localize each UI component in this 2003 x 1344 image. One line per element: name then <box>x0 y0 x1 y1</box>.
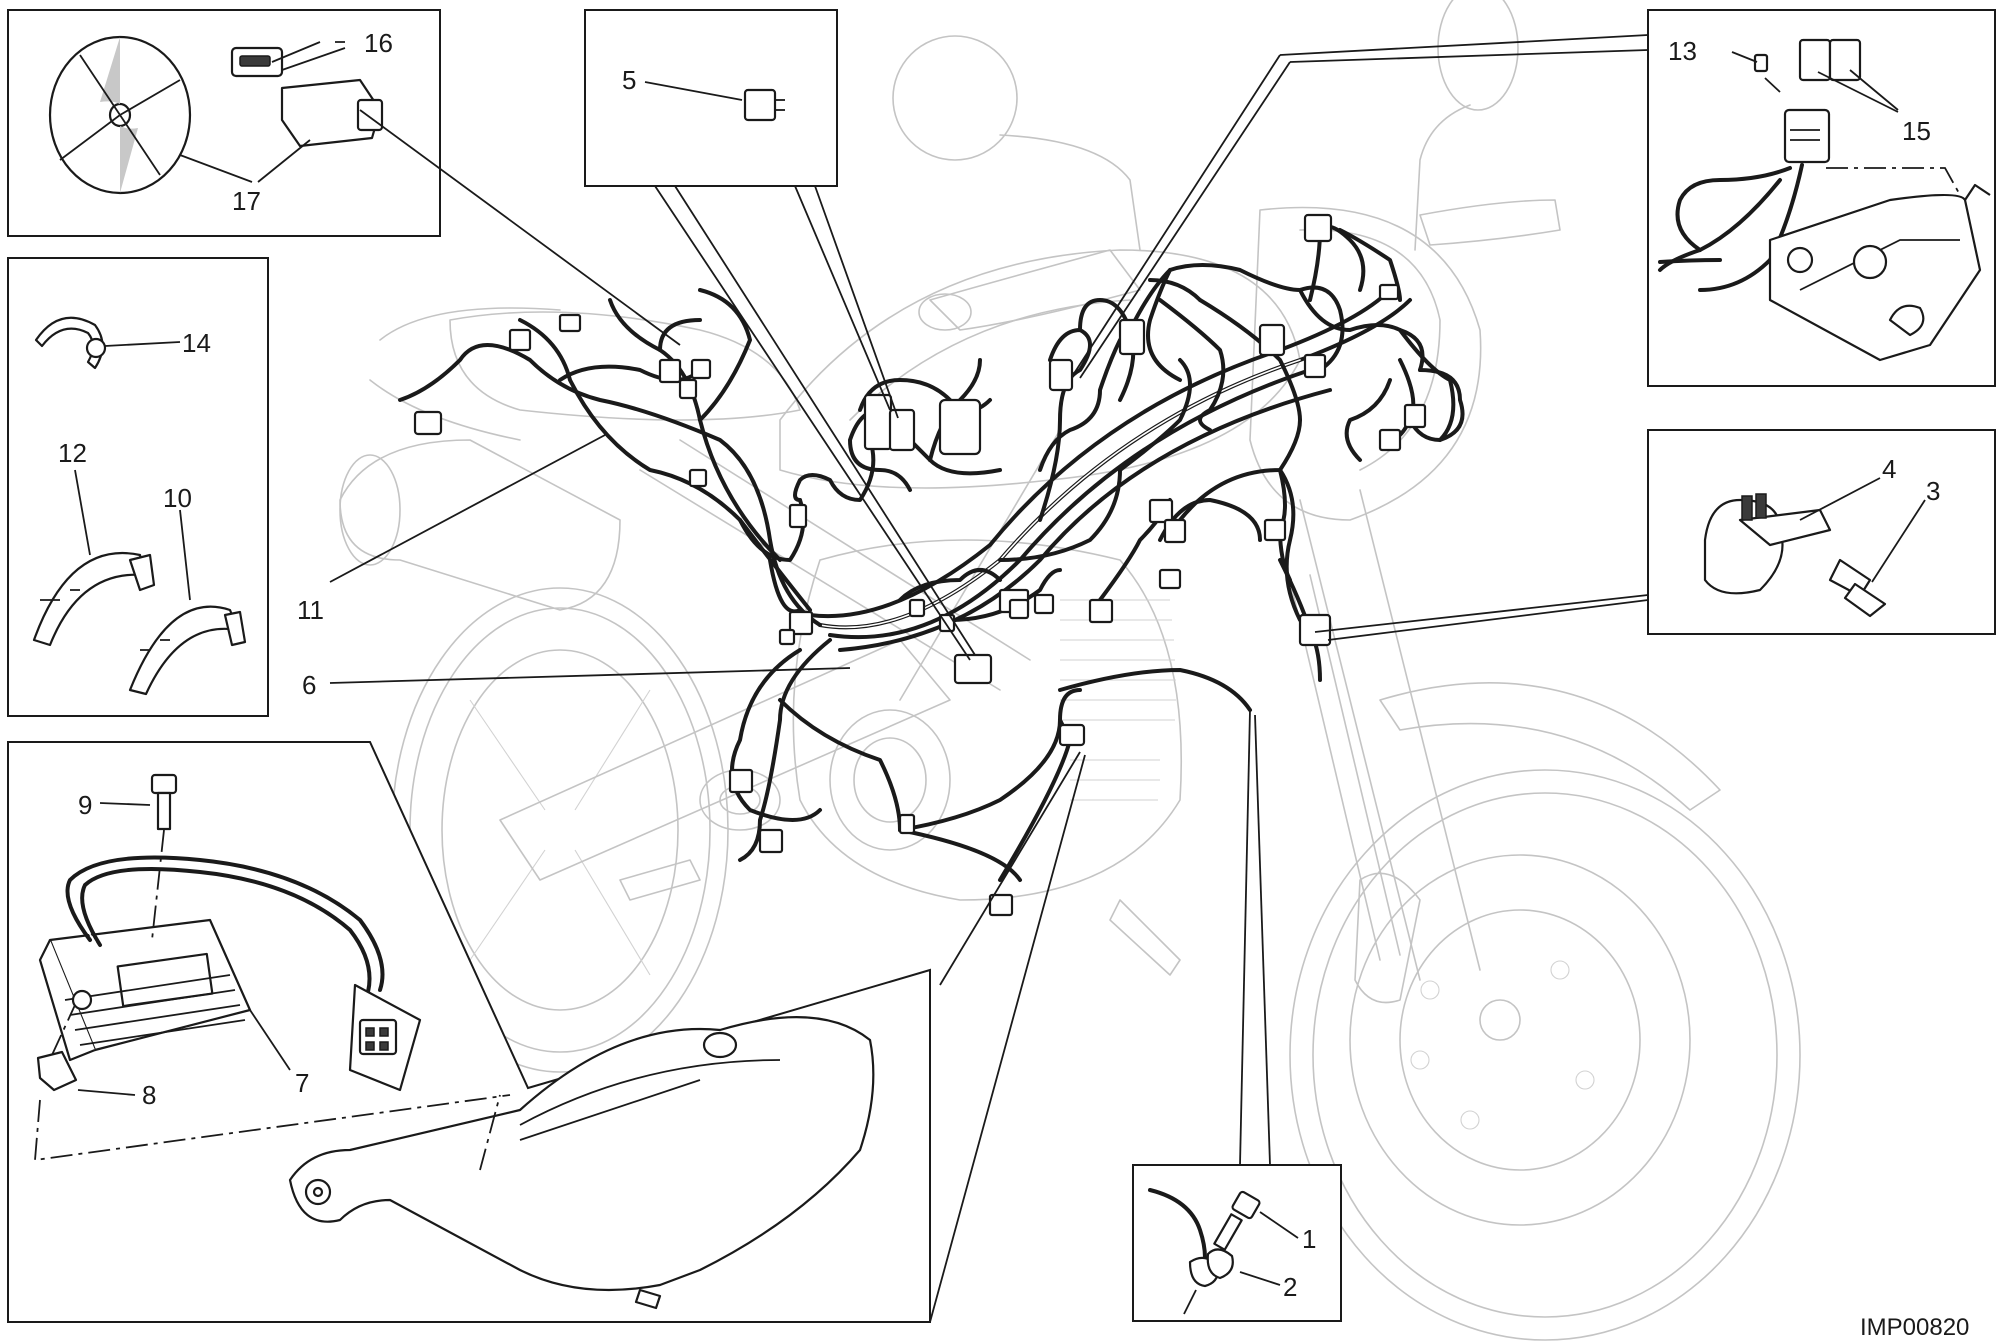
callout-17: 17 <box>232 186 261 216</box>
box-voltage-regulator <box>7 741 1086 1323</box>
figure-reference-code: IMP00820 <box>1860 1314 1969 1341</box>
box-cable-ties <box>7 257 269 717</box>
callout-2: 2 <box>1283 1272 1297 1302</box>
callout-6: 6 <box>302 670 316 700</box>
callout-13: 13 <box>1668 36 1697 66</box>
callout-11: 11 <box>297 595 324 625</box>
callout-14: 14 <box>182 328 211 358</box>
callout-12: 12 <box>58 438 87 468</box>
callout-9: 9 <box>78 790 92 820</box>
box-relay <box>1074 9 1996 387</box>
callout-15: 15 <box>1902 116 1931 146</box>
callout-leaders <box>329 109 851 684</box>
callout-3: 3 <box>1926 476 1940 506</box>
box-diagnostic-kit <box>7 9 441 237</box>
box-ground-screw <box>1132 709 1342 1322</box>
callout-labels: 1 2 3 4 5 6 7 8 9 10 11 12 13 14 15 16 1… <box>58 28 1940 1302</box>
callout-7: 7 <box>295 1068 309 1098</box>
box-sensor <box>1314 429 1996 641</box>
callout-1: 1 <box>1302 1224 1316 1254</box>
callout-8: 8 <box>142 1080 156 1110</box>
callout-16: 16 <box>364 28 393 58</box>
callout-10: 10 <box>163 483 192 513</box>
main-wiring-harness <box>398 213 1465 917</box>
callout-4: 4 <box>1882 454 1896 484</box>
callout-5: 5 <box>622 65 636 95</box>
box-fuse <box>584 9 976 661</box>
